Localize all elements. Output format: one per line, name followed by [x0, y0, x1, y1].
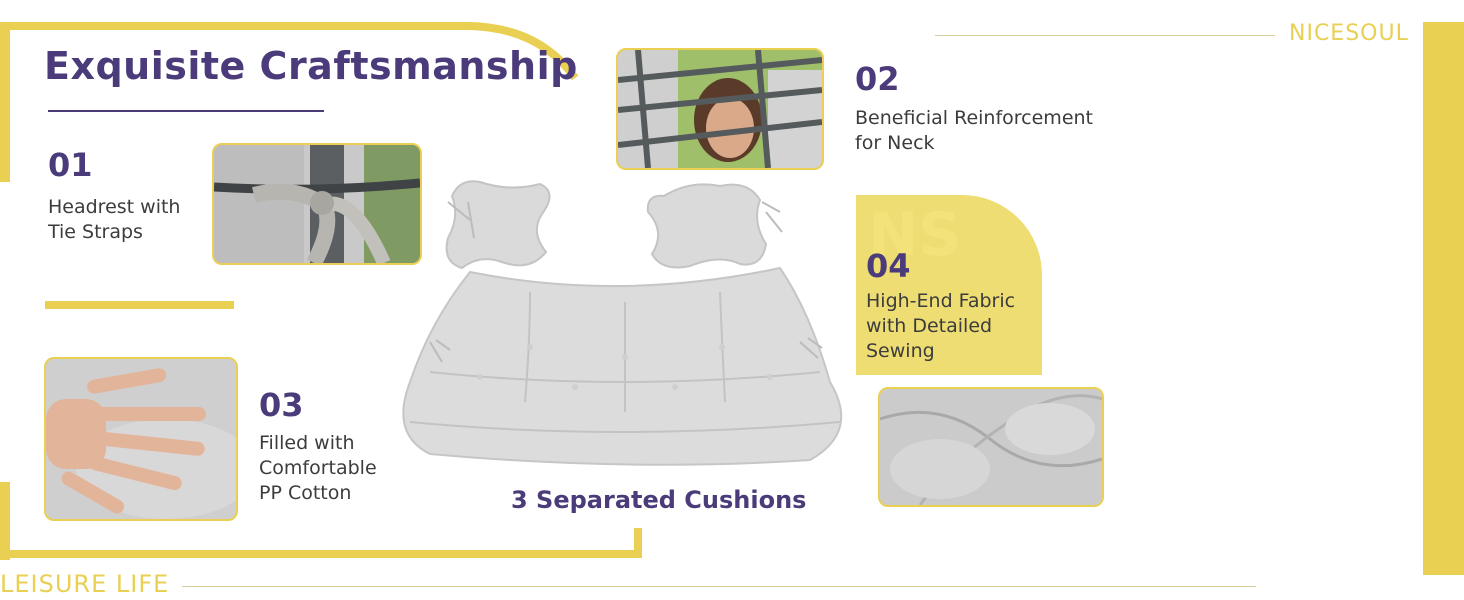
feature-02-text: Beneficial Reinforcement for Neck: [855, 106, 1093, 156]
fabric-sewing-photo: [878, 387, 1104, 507]
frame-bottom-left-bar: [0, 482, 10, 560]
feature-02-line-2: for Neck: [855, 132, 935, 154]
feature-04-line-2: with Detailed: [866, 315, 993, 337]
divider-bar: [45, 301, 234, 309]
feature-01-line-2: Tie Straps: [48, 221, 143, 243]
frame-top-left-bar: [0, 22, 10, 182]
neck-support-photo: [616, 48, 824, 170]
fabric-closeup-illustration: [880, 389, 1102, 505]
feature-03-line-3: PP Cotton: [259, 482, 352, 504]
feature-04-text: High-End Fabric with Detailed Sewing: [866, 289, 1015, 364]
right-edge-bar: [1423, 22, 1464, 575]
bottom-rule: [182, 586, 1256, 587]
feature-03-line-1: Filled with: [259, 432, 355, 454]
feature-03-text: Filled with Comfortable PP Cotton: [259, 431, 377, 506]
feature-01-text: Headrest with Tie Straps: [48, 195, 180, 245]
feature-04-line-3: Sewing: [866, 340, 935, 362]
frame-bottom-right-tick: [634, 528, 642, 558]
pp-cotton-photo: [44, 357, 238, 521]
top-right-rule: [935, 35, 1275, 36]
headrest-pillow-left: [445, 180, 551, 270]
title-underline: [48, 110, 324, 112]
brand-nicesoul: NICESOUL: [1289, 21, 1409, 46]
seat-cushion: [402, 266, 843, 466]
feature-04-line-1: High-End Fabric: [866, 290, 1016, 312]
hand-press-illustration: [46, 359, 236, 519]
headrest-tie-photo: [212, 143, 422, 265]
tie-strap-illustration: [214, 145, 420, 263]
frame-top-curve: [2, 22, 579, 81]
watermark-logo: NS: [868, 200, 962, 270]
feature-02-number: 02: [855, 60, 900, 98]
feature-04-number: 04: [866, 247, 911, 285]
headrest-pillow-right: [646, 183, 783, 269]
feature-02-line-1: Beneficial Reinforcement: [855, 107, 1094, 129]
page-title: Exquisite Craftsmanship: [44, 44, 578, 88]
woman-resting-illustration: [618, 50, 822, 168]
feature-04-panel: [856, 195, 1042, 375]
brand-leisure-life: LEISURE LIFE: [0, 570, 170, 598]
cushion-set-illustration: [402, 180, 843, 466]
feature-01-number: 01: [48, 146, 93, 184]
feature-01-line-1: Headrest with: [48, 196, 181, 218]
feature-03-line-2: Comfortable: [259, 457, 377, 479]
frame-bottom-line: [0, 550, 642, 558]
product-caption: 3 Separated Cushions: [511, 486, 807, 514]
feature-03-number: 03: [259, 386, 304, 424]
